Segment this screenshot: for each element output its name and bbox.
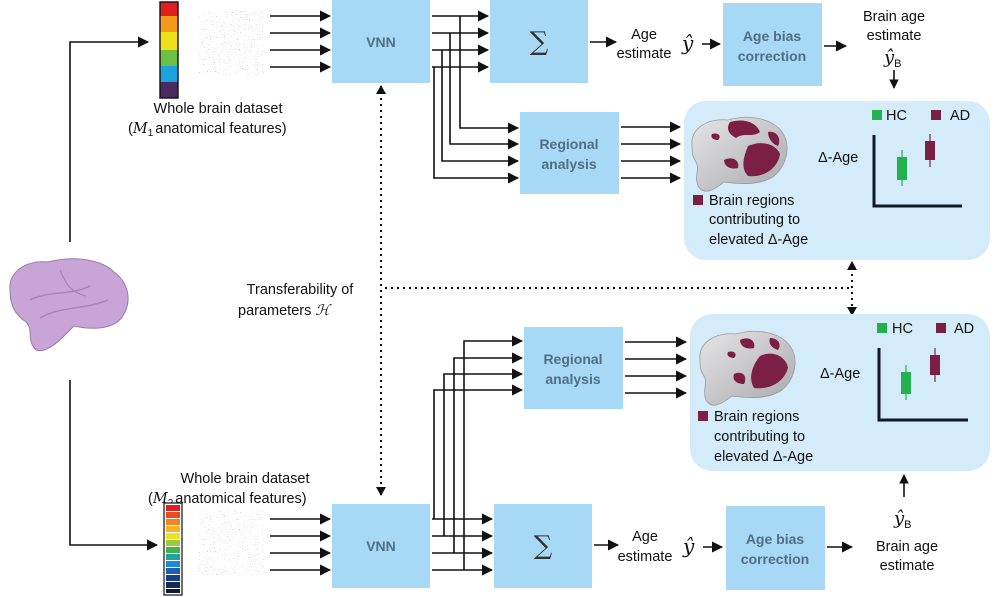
top-brain-age-line2: estimate	[867, 28, 922, 44]
bottom-yb-hat: ŷB	[893, 508, 912, 531]
bottom-panel-legend-line1: Brain regions	[714, 409, 799, 425]
top-delta-age-axis-label: Δ-Age	[818, 150, 858, 166]
bottom-hc-box	[901, 365, 911, 400]
noise-matrix-icon	[199, 10, 264, 75]
top-panel-legend-line3: elevated Δ-Age	[709, 232, 808, 248]
top-hc-swatch	[872, 110, 882, 120]
bottom-bias-line2: correction	[741, 551, 809, 567]
bottom-panel-legend-swatch	[698, 411, 708, 421]
top-panel-legend-line2: contributing to	[709, 212, 800, 228]
panel-link-arrow-down	[847, 307, 857, 316]
top-brain-age-line1: Brain age	[863, 9, 925, 25]
transfer-arrow-top	[376, 85, 386, 94]
bottom-brain-age-line1: Brain age	[876, 539, 938, 555]
top-panel-brain-icon	[691, 116, 788, 192]
bottom-ad-swatch	[936, 323, 946, 333]
bottom-sum-symbol: ∑	[534, 531, 553, 561]
top-dataset-title: Whole brain dataset	[154, 101, 283, 117]
bottom-regional-line1: Regional	[543, 351, 602, 367]
brain-to-bottom-connector	[69, 380, 159, 551]
bottom-dataset-features: (M2anatomical features)	[148, 491, 307, 509]
top-bias-line2: correction	[738, 48, 806, 64]
bottom-bias-box	[726, 506, 825, 590]
top-hc-label: HC	[886, 108, 907, 124]
top-sum-symbol: ∑	[530, 27, 549, 57]
top-regional-to-panel-arrows	[621, 121, 682, 184]
bottom-brain-age-line2: estimate	[880, 558, 935, 574]
top-panel-legend-line1: Brain regions	[709, 193, 794, 209]
bottom-vnn-to-regional-arrows	[433, 335, 524, 570]
top-regional-line1: Regional	[539, 136, 598, 152]
top-yb-hat: ŷB	[883, 47, 902, 70]
bottom-dataset-title: Whole brain dataset	[181, 471, 310, 487]
bottom-hc-label: HC	[892, 321, 913, 337]
top-hc-box	[897, 150, 907, 186]
panel-link-arrow-up	[847, 261, 857, 270]
brain-to-top-connector	[69, 36, 150, 242]
top-ad-box	[925, 134, 935, 167]
top-ad-label: AD	[950, 108, 970, 124]
top-y-hat: ŷ	[681, 31, 694, 55]
top-plot-axes	[872, 135, 962, 208]
transfer-arrow-bottom	[376, 487, 386, 496]
bottom-vnn-label: VNN	[366, 538, 396, 554]
top-regional-box	[520, 112, 619, 194]
bottom-regional-line2: analysis	[545, 371, 600, 387]
bottom-input-arrows	[270, 513, 332, 576]
bottom-vnn-box	[332, 504, 430, 588]
noise-matrix-icon	[199, 510, 264, 575]
bottom-hc-swatch	[877, 323, 887, 333]
bottom-bias-line1: Age bias	[746, 531, 805, 547]
bottom-vnn-to-sigma-arrows	[432, 513, 494, 576]
bottom-y-hat: ŷ	[682, 534, 695, 558]
top-bias-box	[723, 3, 822, 86]
top-vnn-box	[332, 0, 430, 83]
bottom-age-estimate-line1: Age	[632, 529, 658, 545]
bottom-sum-box	[494, 504, 592, 588]
top-vnn-to-regional-arrows	[433, 16, 520, 184]
brain-surface-icon	[9, 258, 129, 352]
top-bias-line1: Age bias	[743, 28, 802, 44]
top-age-estimate-line1: Age	[631, 27, 657, 43]
bottom-panel-legend-line2: contributing to	[714, 429, 805, 445]
bottom-ad-label: AD	[954, 321, 974, 337]
bottom-ad-box	[930, 348, 940, 382]
color-bar-icon	[163, 502, 183, 596]
top-vnn-label: VNN	[366, 34, 396, 50]
top-sum-box	[490, 0, 588, 83]
top-regional-line2: analysis	[541, 156, 596, 172]
top-ad-swatch	[931, 110, 941, 120]
color-bar-icon	[159, 1, 179, 99]
transfer-line1: Transferability of	[247, 282, 355, 298]
bottom-panel-legend-line3: elevated Δ-Age	[714, 449, 813, 465]
bottom-panel-brain-icon	[699, 330, 796, 406]
top-input-arrows	[270, 10, 332, 73]
bottom-plot-axes	[877, 348, 968, 422]
bottom-delta-age-axis-label: Δ-Age	[820, 366, 860, 382]
top-age-estimate-line2: estimate	[617, 46, 672, 62]
bottom-age-estimate-line2: estimate	[618, 549, 673, 565]
bottom-regional-box	[524, 327, 623, 409]
top-panel-legend-swatch	[693, 195, 703, 205]
bottom-regional-to-panel-arrows	[625, 336, 688, 399]
